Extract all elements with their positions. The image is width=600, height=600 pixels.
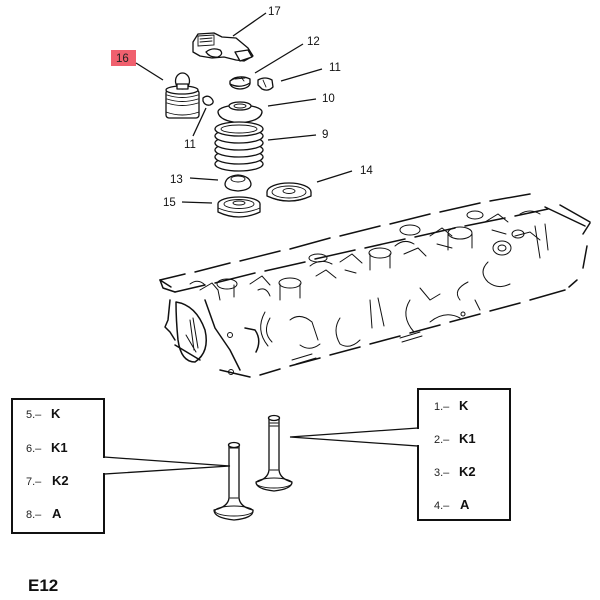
valve-intake[interactable]	[255, 414, 293, 492]
callout-label-17: 17	[268, 6, 281, 18]
callout-label-9: 9	[322, 129, 328, 141]
legend-box-intake: 1.– K 2.– K1 3.– K2 4.– A	[289, 388, 511, 521]
figure-id: E12	[28, 576, 58, 595]
legend-item-exhaust-6: 6.– K1	[26, 440, 68, 455]
legend-item-exhaust-7: 7.– K2	[26, 473, 69, 488]
legend-item-exhaust-5: 5.– K	[26, 406, 61, 421]
legend-number: 3.–	[434, 467, 450, 479]
part-16-hydraulic-lifter[interactable]	[165, 72, 200, 119]
legend-item-exhaust-8: 8.– A	[26, 506, 62, 521]
callout-label-16: 16	[116, 53, 129, 65]
part-10-spring-cap[interactable]	[217, 101, 263, 124]
part-9-valve-spring[interactable]	[214, 121, 264, 172]
leader-line-14	[316, 170, 353, 183]
legend-code: K1	[459, 431, 476, 446]
legend-number: 1.–	[434, 401, 450, 413]
leader-line-16	[135, 62, 164, 81]
part-11-collet-lower[interactable]	[202, 95, 214, 106]
leader-line-12	[254, 43, 304, 74]
legend-code: K1	[51, 440, 68, 455]
legend-number: 5.–	[26, 409, 42, 421]
pointer-exhaust	[103, 456, 231, 475]
legend-item-intake-3: 3.– K2	[434, 464, 476, 479]
legend-code: A	[52, 506, 62, 521]
callout-11-upper[interactable]: 11	[280, 62, 341, 82]
valve-exhaust[interactable]	[213, 441, 254, 521]
cylinder-head[interactable]	[159, 193, 591, 378]
leader-line-11-lower	[192, 107, 207, 137]
legend-code: K	[459, 398, 469, 413]
leader-line-17	[232, 12, 267, 37]
legend-number: 2.–	[434, 434, 450, 446]
callout-label-13: 13	[170, 174, 183, 186]
callout-11-lower[interactable]: 11	[184, 107, 207, 151]
callout-13[interactable]: 13	[170, 174, 219, 186]
legend-code: A	[460, 497, 470, 512]
leader-line-13	[189, 177, 219, 181]
callout-label-11-lower: 11	[184, 139, 196, 151]
part-15-valve-seal-seat[interactable]	[217, 196, 261, 218]
legend-number: 6.–	[26, 443, 42, 455]
leader-line-15	[181, 201, 213, 204]
callout-9[interactable]: 9	[267, 129, 328, 141]
legend-number: 4.–	[434, 500, 450, 512]
part-17-rocker-arm[interactable]	[192, 32, 254, 62]
callout-17[interactable]: 17	[232, 6, 281, 37]
callout-10[interactable]: 10	[267, 93, 335, 107]
leader-line-9	[267, 134, 317, 141]
legend-number: 8.–	[26, 509, 42, 521]
pointer-intake	[289, 427, 419, 447]
legend-item-intake-4: 4.– A	[434, 497, 470, 512]
legend-code: K2	[459, 464, 476, 479]
legend-item-intake-2: 2.– K1	[434, 431, 476, 446]
leader-line-10	[267, 98, 317, 107]
legend-code: K2	[52, 473, 69, 488]
legend-code: K	[51, 406, 61, 421]
head-side-ports	[260, 281, 481, 365]
callout-label-11-upper: 11	[329, 62, 341, 74]
callout-label-12: 12	[307, 36, 320, 48]
legend-box-exhaust: 5.– K 6.– K1 7.– K2 8.– A	[11, 398, 231, 534]
head-top-detail	[189, 210, 549, 301]
part-14-spring-seat[interactable]	[266, 182, 312, 202]
callout-12[interactable]: 12	[254, 36, 320, 74]
callout-15[interactable]: 15	[163, 197, 213, 209]
legend-item-intake-1: 1.– K	[434, 398, 469, 413]
leader-line-11-upper	[280, 68, 323, 82]
legend-number: 7.–	[26, 476, 42, 488]
callout-16[interactable]: 16	[111, 50, 164, 81]
part-11-collet-upper[interactable]	[257, 77, 274, 91]
callout-highlight-16	[111, 50, 136, 66]
callout-label-10: 10	[322, 93, 335, 105]
callout-14[interactable]: 14	[316, 165, 373, 183]
head-top-edge	[159, 193, 531, 281]
part-12-valve-rotator[interactable]	[229, 76, 251, 90]
part-13-valve-stem-seal[interactable]	[224, 174, 252, 192]
callout-label-14: 14	[360, 165, 373, 177]
callout-label-15: 15	[163, 197, 176, 209]
